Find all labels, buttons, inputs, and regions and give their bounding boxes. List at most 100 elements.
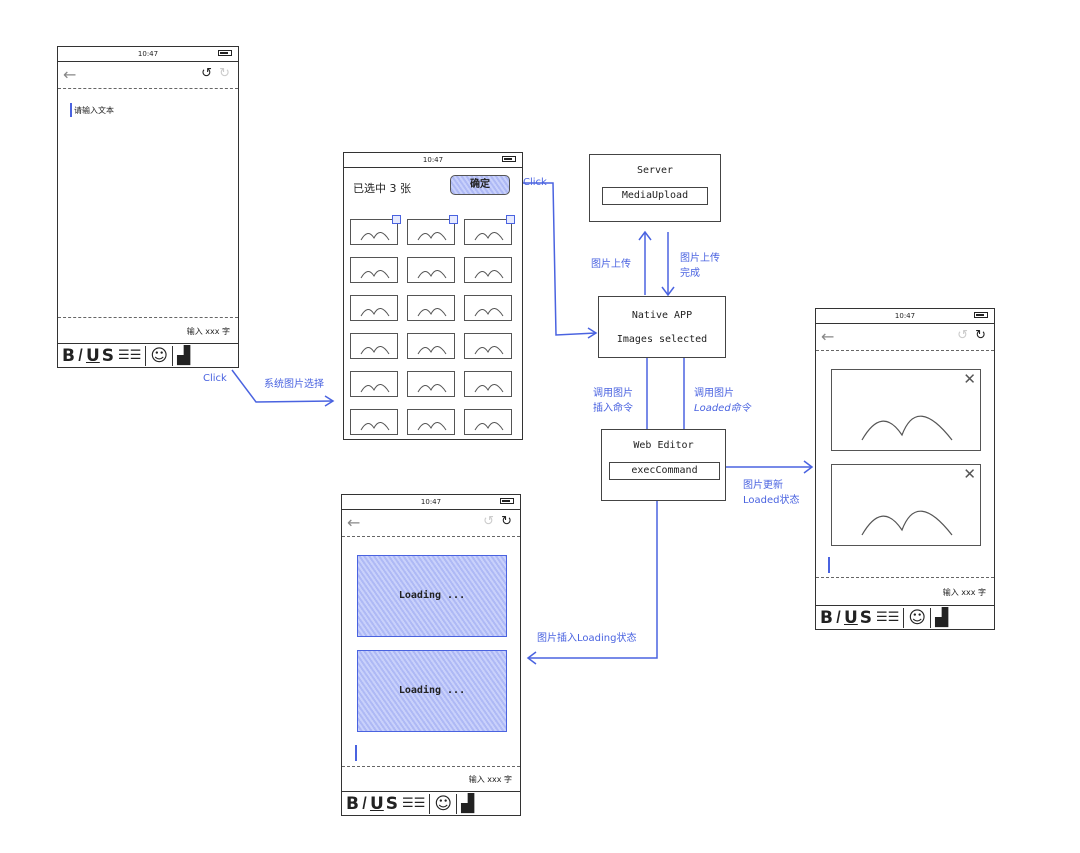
mountain-image-icon [474,422,504,431]
label-insert-cmd-line2: 插入命令 [593,403,633,414]
back-arrow-icon[interactable]: ← [347,513,361,532]
mountain-image-icon [474,270,504,279]
arrowhead [803,460,814,474]
text-caret [355,745,357,761]
char-count: 输入 xxx 字 [942,588,986,597]
photo-thumbnail[interactable] [350,215,401,245]
mountain-image-icon [360,346,390,355]
photo-thumbnail[interactable] [350,371,398,397]
checkbox-checked-icon[interactable] [506,215,515,224]
italic-button[interactable]: I [835,607,841,628]
nav-bar: ← ↺ ↻ [58,62,238,89]
underline-button[interactable]: U [85,345,100,366]
underline-button[interactable]: U [843,607,858,628]
arrow-confirm-to-native [510,182,597,336]
photo-thumbnail[interactable] [350,409,398,435]
server-title: Server [636,165,674,176]
numbered-list-icon[interactable]: ☰ [129,348,142,363]
status-time: 10:47 [422,156,444,164]
strike-button[interactable]: S [859,607,873,628]
mountain-image-icon [360,232,390,241]
photo-thumbnail[interactable] [407,295,455,321]
arrowhead [587,327,598,339]
mountain-image-icon [360,270,390,279]
redo-icon[interactable]: ↻ [501,514,512,529]
photo-thumbnail[interactable] [407,409,455,435]
editor-placeholder[interactable]: 请输入文本 [74,106,114,115]
image-loading-2: Loading ... [357,650,507,732]
native-app-box: Native APP Images selected [598,296,726,358]
bold-button[interactable]: B [820,607,833,628]
undo-icon[interactable]: ↺ [201,66,212,81]
image-icon[interactable]: ▟ [456,793,474,814]
emoji-icon[interactable]: ☺ [903,607,926,628]
image-icon[interactable]: ▟ [172,345,190,366]
photo-thumbnail[interactable] [350,333,398,359]
format-toolbar: B I U S ☰ ☰ ☺ ▟ [342,791,520,815]
label-insert-loading: 图片插入Loading状态 [537,633,637,644]
mountain-image-icon [360,422,390,431]
italic-button[interactable]: I [77,345,83,366]
bullet-list-icon[interactable]: ☰ [876,610,888,625]
text-caret [70,103,72,117]
photo-thumbnail[interactable] [464,409,512,435]
strike-button[interactable]: S [385,793,399,814]
redo-icon[interactable]: ↻ [219,66,230,81]
photo-thumbnail[interactable] [350,295,398,321]
photo-thumbnail[interactable] [407,333,455,359]
native-subtitle: Images selected [616,334,708,345]
bold-button[interactable]: B [346,793,359,814]
bullet-list-icon[interactable]: ☰ [118,348,130,363]
underline-button[interactable]: U [369,793,384,814]
phone-editor-empty: 10:47 ← ↺ ↻ 请输入文本 输入 xxx 字 B I U S ☰ ☰ ☺… [57,46,239,368]
label-update-line2: Loaded状态 [743,495,800,506]
label-insert-cmd: 调用图片插入命令 [593,386,633,416]
web-editor-box: Web Editor execCommand [601,429,726,501]
image-icon[interactable]: ▟ [930,607,948,628]
photo-thumbnail[interactable] [464,257,512,283]
redo-icon[interactable]: ↻ [975,328,986,343]
phone-image-picker: 10:47 已选中 3 张 确定 [343,152,523,440]
mountain-image-icon [417,270,447,279]
undo-icon[interactable]: ↺ [957,328,968,343]
status-bar: 10:47 [816,309,994,324]
remove-image-icon[interactable]: ✕ [963,370,976,388]
remove-image-icon[interactable]: ✕ [963,465,976,483]
photo-thumbnail[interactable] [464,333,512,359]
battery-icon [974,312,988,318]
back-arrow-icon[interactable]: ← [821,327,835,346]
battery-icon [500,498,514,504]
confirm-button[interactable]: 确定 [450,175,510,195]
label-click-2: Click [523,177,547,188]
label-click-1: Click [203,373,227,384]
bold-button[interactable]: B [62,345,75,366]
checkbox-checked-icon[interactable] [392,215,401,224]
arrowhead [324,395,335,407]
photo-thumbnail[interactable] [464,215,515,245]
photo-thumbnail[interactable] [350,257,398,283]
label-insert-cmd-line1: 调用图片 [593,388,633,399]
char-count: 输入 xxx 字 [186,327,230,336]
numbered-list-icon[interactable]: ☰ [887,610,900,625]
checkbox-checked-icon[interactable] [449,215,458,224]
mountain-image-icon [861,510,953,536]
bullet-list-icon[interactable]: ☰ [402,796,414,811]
battery-icon [502,156,516,162]
emoji-icon[interactable]: ☺ [145,345,168,366]
server-box: Server MediaUpload [589,154,721,222]
back-arrow-icon[interactable]: ← [63,65,77,84]
selected-count: 已选中 3 张 [353,182,411,195]
label-update-line1: 图片更新 [743,480,783,491]
photo-thumbnail[interactable] [464,295,512,321]
numbered-list-icon[interactable]: ☰ [413,796,426,811]
mountain-image-icon [417,232,447,241]
photo-thumbnail[interactable] [407,371,455,397]
photo-thumbnail[interactable] [407,257,455,283]
battery-icon [218,50,232,56]
emoji-icon[interactable]: ☺ [429,793,452,814]
strike-button[interactable]: S [101,345,115,366]
photo-thumbnail[interactable] [464,371,512,397]
undo-icon[interactable]: ↺ [483,514,494,529]
photo-thumbnail[interactable] [407,215,458,245]
italic-button[interactable]: I [361,793,367,814]
